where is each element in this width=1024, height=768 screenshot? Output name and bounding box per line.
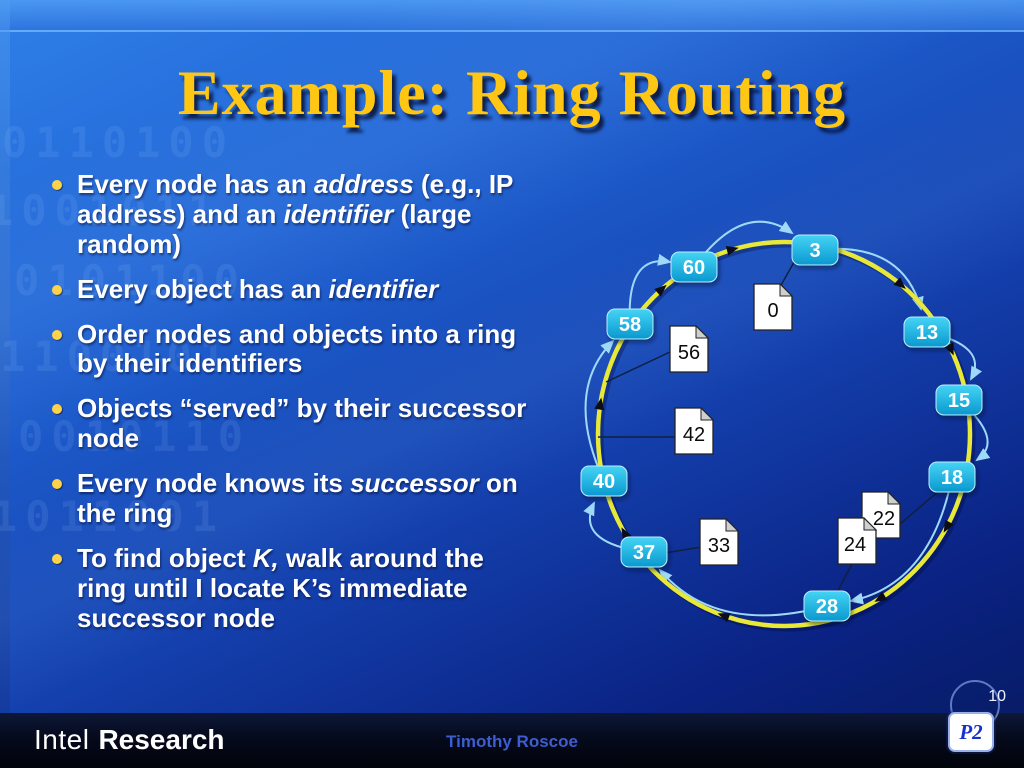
brand-sub: Research — [98, 724, 225, 755]
node-id-label: 60 — [683, 257, 705, 279]
bullet-marker — [52, 404, 62, 415]
ring-node: 58 — [606, 308, 654, 340]
ring-node: 13 — [903, 316, 951, 348]
doc-fold — [725, 517, 740, 532]
object-doc: 42 — [674, 406, 715, 455]
bullet-list: Every node has an address (e.g., IP addr… — [52, 169, 534, 649]
doc-fold — [695, 324, 710, 339]
bullet-item: Every object has an identifier — [52, 273, 534, 305]
bullet-text: Objects “served” by their successor node — [77, 393, 527, 454]
successor-arc — [584, 339, 615, 482]
object-doc: 56 — [669, 324, 710, 373]
ring-node: 28 — [803, 590, 851, 622]
p2-logo: P2 — [948, 712, 994, 752]
ring — [595, 239, 973, 629]
successor-arc — [658, 568, 828, 617]
node-id-label: 28 — [816, 596, 838, 618]
bullet-item: Order nodes and objects into a ring by t… — [52, 318, 534, 380]
object-id-label: 24 — [844, 534, 866, 556]
footer-bar — [0, 713, 1024, 768]
bullet-item: Objects “served” by their successor node — [52, 393, 534, 454]
object-id-label: 22 — [873, 508, 895, 530]
bullet-text: Every object has an identifier — [77, 273, 439, 304]
node-box — [791, 234, 839, 266]
node-box — [935, 384, 983, 416]
bullet-marker — [52, 479, 62, 490]
doc-fold — [700, 406, 715, 421]
doc-fold — [863, 516, 878, 531]
page-number: 10 — [988, 688, 1006, 705]
bullet-text: Every node has an address (e.g., IP addr… — [77, 169, 513, 259]
node-id-label: 40 — [593, 471, 615, 493]
node-box — [928, 461, 976, 493]
object-doc: 33 — [699, 517, 740, 566]
bullet-marker — [52, 284, 62, 295]
node-id-label: 15 — [948, 390, 970, 412]
ring-diagram-svg: 0 56 42 33 — [580, 220, 991, 632]
node-box — [580, 465, 628, 497]
brand-name: Intel — [34, 724, 90, 755]
object-connector — [605, 351, 671, 383]
bullet-item: Every node knows its successor on the ri… — [52, 468, 534, 529]
node-box — [670, 251, 718, 283]
top-accent-line — [0, 30, 1024, 32]
object-id-label: 0 — [767, 300, 778, 322]
ring-node: 40 — [580, 465, 628, 497]
bullet-item: To find object K, walk around the ring u… — [52, 542, 534, 634]
object-id-label: 33 — [708, 535, 730, 557]
node-id-label: 58 — [619, 314, 641, 336]
node-id-label: 3 — [809, 240, 820, 262]
slide-title: Example: Ring Routing — [177, 57, 847, 128]
node-box — [803, 590, 851, 622]
bullet-text: Order nodes and objects into a ring by t… — [77, 318, 517, 379]
node-id-label: 37 — [633, 542, 655, 564]
node-box — [620, 536, 668, 568]
ring-routing-diagram: 0 56 42 33 — [552, 192, 1020, 670]
top-accent-strip — [0, 0, 1024, 30]
node-id-label: 13 — [916, 322, 938, 344]
bullet-marker — [52, 553, 62, 564]
ring-nodes: 3 13 15 18 28 — [580, 234, 983, 622]
ring-node: 18 — [928, 461, 976, 493]
ring-node: 15 — [935, 384, 983, 416]
bullet-text: Every node knows its successor on the ri… — [77, 468, 518, 529]
node-box — [606, 308, 654, 340]
ring-node: 3 — [791, 234, 839, 266]
object-id-label: 56 — [678, 342, 700, 364]
left-accent-strip — [0, 0, 10, 713]
node-box — [903, 316, 951, 348]
bullet-marker — [52, 329, 62, 340]
object-doc: 0 — [753, 282, 794, 331]
node-id-label: 18 — [941, 467, 963, 489]
object-doc: 24 — [837, 516, 878, 565]
object-id-label: 42 — [683, 424, 705, 446]
object-documents: 0 56 42 33 — [669, 282, 902, 566]
successor-arc — [849, 476, 953, 605]
doc-fold — [779, 282, 794, 297]
author-credit: Timothy Roscoe — [446, 732, 578, 751]
ring-node: 60 — [670, 251, 718, 283]
bullet-item: Every node has an address (e.g., IP addr… — [52, 169, 534, 260]
ring-node: 37 — [620, 536, 668, 568]
brand-logo: Intel Research — [34, 724, 225, 756]
bullet-marker — [52, 180, 62, 190]
doc-fold — [887, 490, 902, 505]
bullet-text: To find object K, walk around the ring u… — [77, 542, 484, 633]
